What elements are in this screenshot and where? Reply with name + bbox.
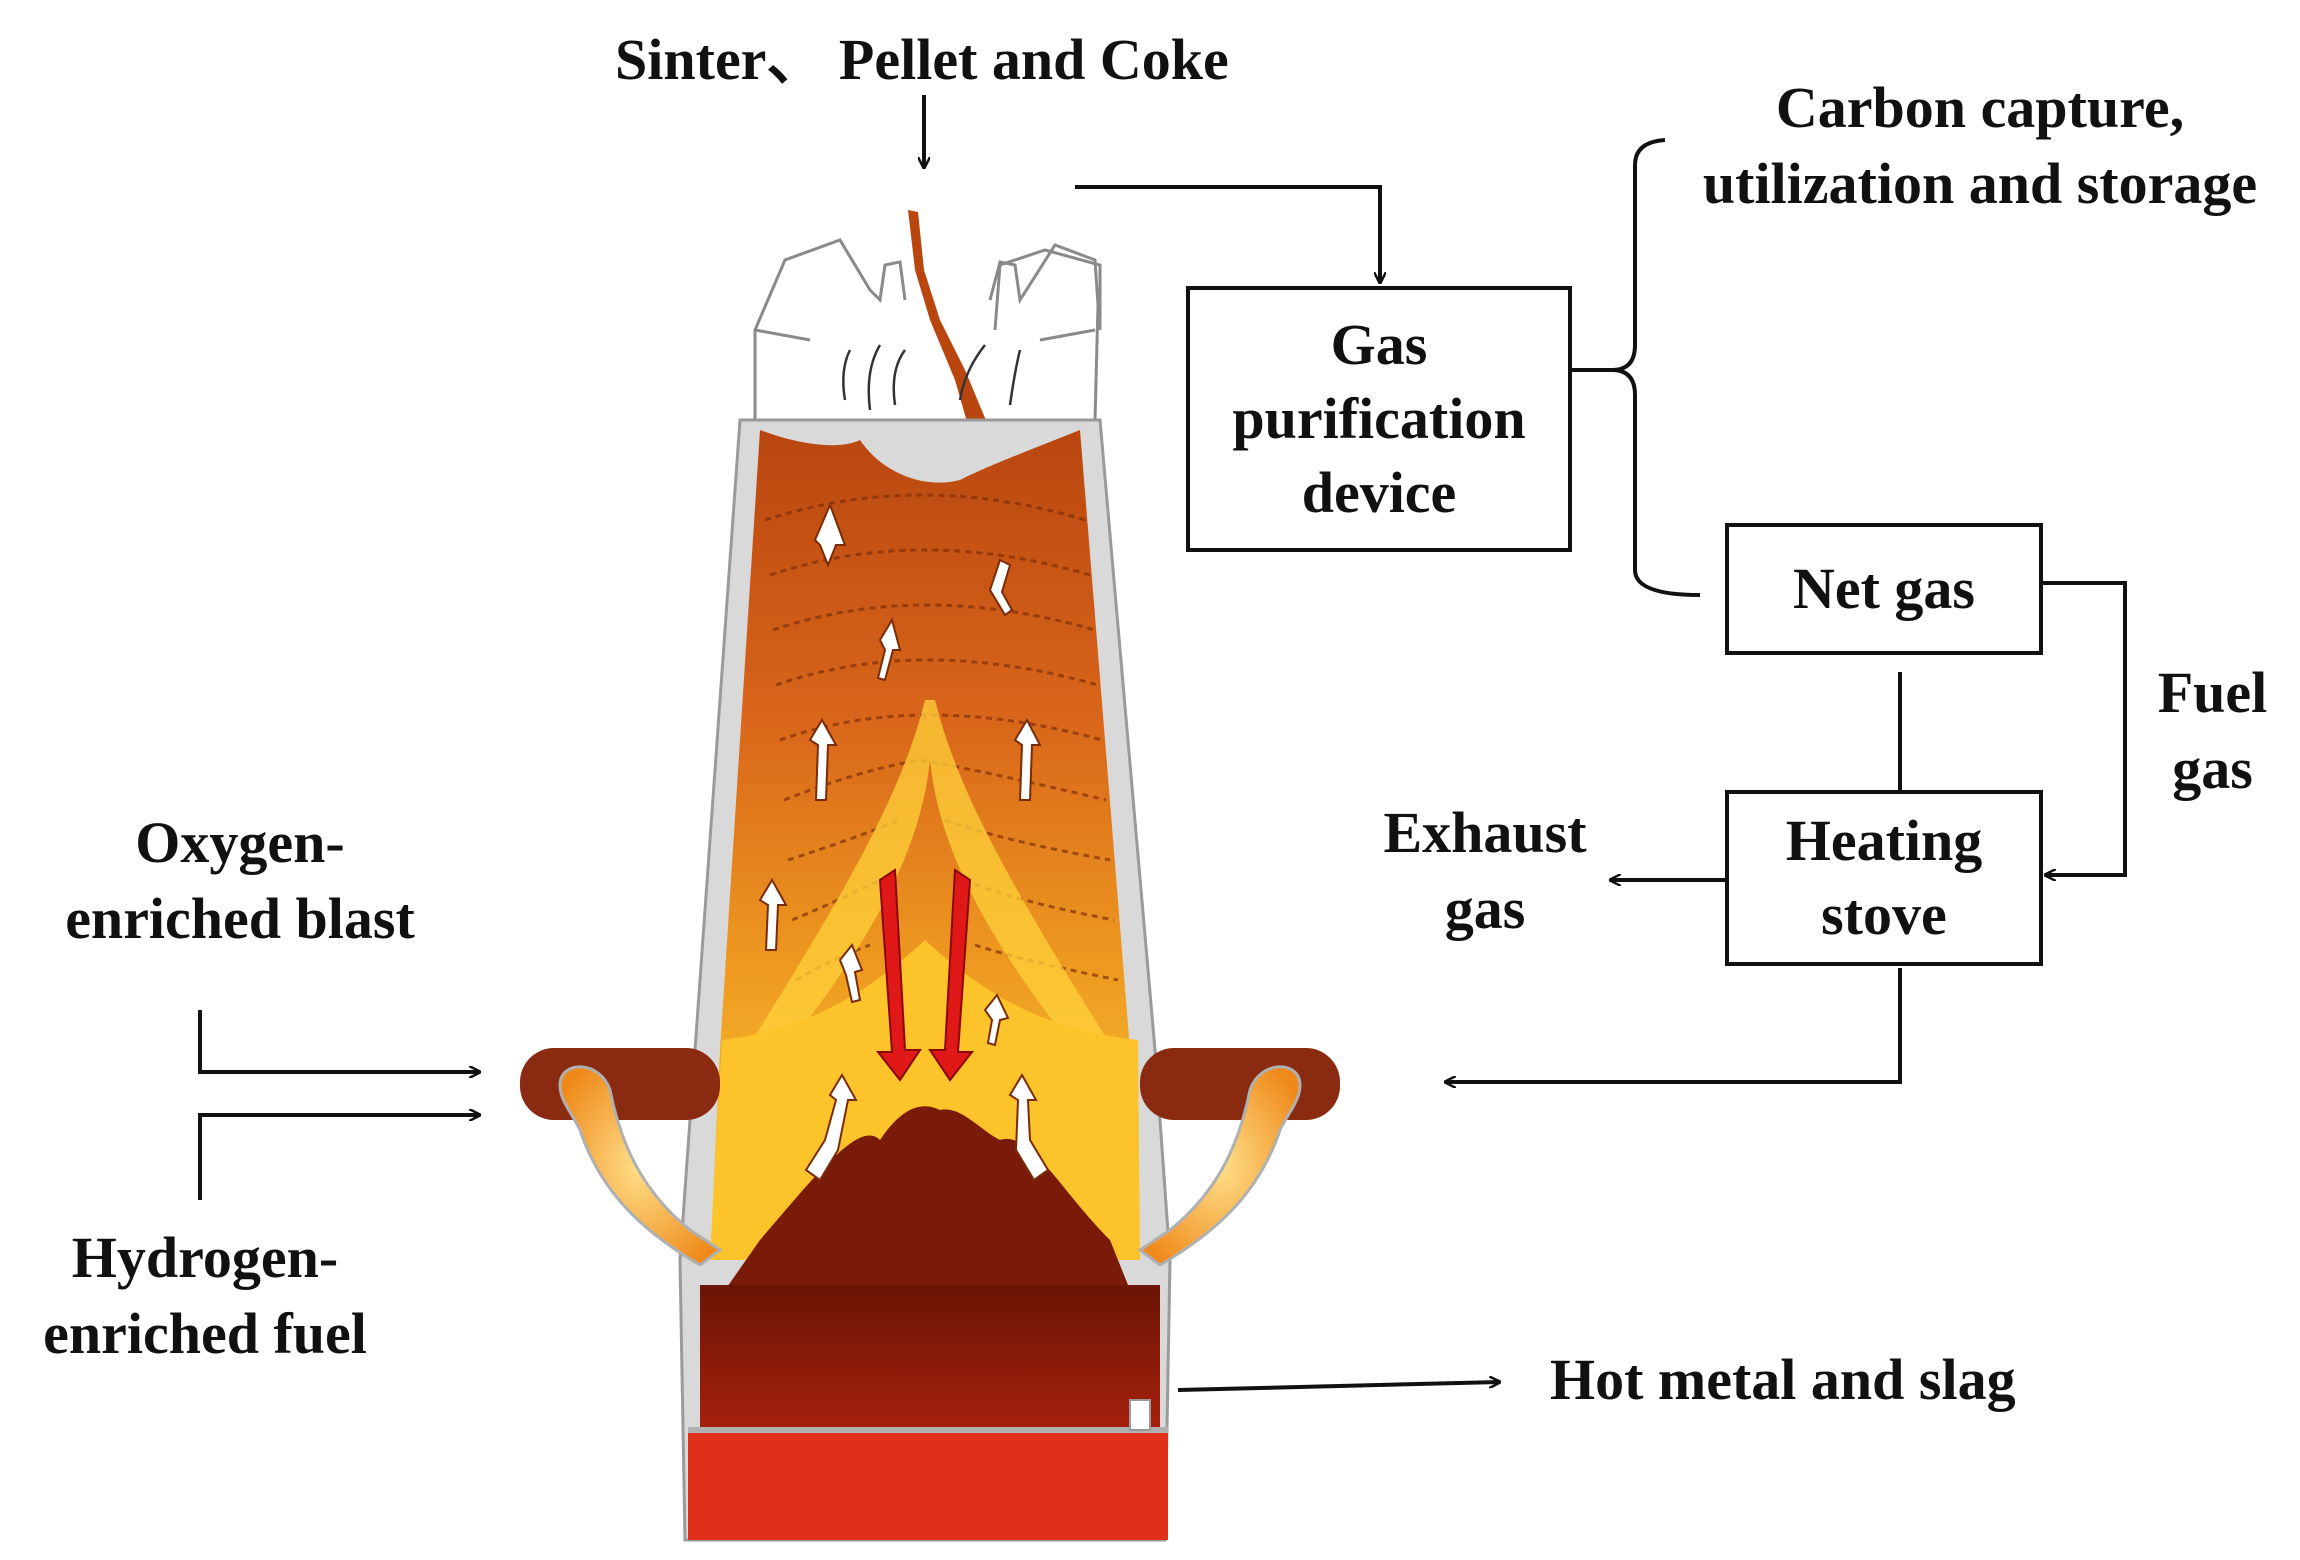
hot-metal-label: Hot metal and slag: [1550, 1347, 2016, 1412]
exhaust-gas-label: Exhaust gas: [1365, 795, 1605, 947]
downward-reduction-arrow-icon: [875, 868, 975, 1082]
oxygen-label: Oxygen- enriched blast: [30, 805, 450, 957]
exhaust-gas-label-1: Exhaust: [1383, 800, 1587, 865]
fuel-gas-line: [2040, 581, 2127, 875]
net-gas-brace: [1611, 368, 1701, 597]
exhaust-gas-label-2: gas: [1444, 876, 1526, 941]
gas-purification-box: Gas purification device: [1186, 286, 1572, 552]
hydrogen-fuel-line: [198, 1115, 480, 1200]
hearth-base: [688, 1430, 1168, 1540]
tap-hole: [1129, 1399, 1151, 1431]
oxygen-blast-line: [198, 1010, 480, 1072]
heating-stove-label-2: stove: [1821, 882, 1947, 947]
oxygen-label-2: enriched blast: [65, 886, 415, 951]
ccus-brace: [1545, 138, 1666, 372]
fuel-gas-label-2: gas: [2172, 736, 2253, 801]
hydrogen-label-1: Hydrogen-: [71, 1225, 339, 1290]
gas-purification-label-3: device: [1301, 460, 1457, 525]
fuel-gas-label-1: Fuel: [2157, 660, 2268, 725]
hydrogen-label-2: enriched fuel: [43, 1301, 367, 1366]
gas-purification-label-1: Gas: [1330, 312, 1428, 377]
net-gas-label: Net gas: [1792, 556, 1975, 621]
heating-stove-box: Heating stove: [1725, 790, 2043, 966]
feed-label: Sinter、 Pellet and Coke: [615, 27, 1229, 92]
process-connectors: [198, 95, 2127, 1392]
ccus-label-1: Carbon capture,: [1775, 75, 2185, 140]
tuyere-right: [1137, 1048, 1340, 1267]
gas-flow-arrow-icon: [758, 502, 1050, 1182]
charge-chute: [908, 210, 990, 450]
blast-furnace: [520, 210, 1340, 1542]
ccus-label: Carbon capture, utilization and storage: [1680, 70, 2280, 222]
furnace-top-hopper: [753, 238, 1102, 421]
top-gas-line: [1075, 185, 1380, 283]
hydrogen-label: Hydrogen- enriched fuel: [10, 1220, 400, 1372]
oxygen-label-1: Oxygen-: [135, 810, 345, 875]
fuel-gas-label: Fuel gas: [2130, 655, 2295, 807]
gas-purification-label-2: purification: [1232, 386, 1526, 451]
net-gas-box: Net gas: [1725, 523, 2043, 655]
top-gas-curls: [842, 344, 1022, 411]
hot-metal-arrow: [1177, 1382, 1500, 1392]
tuyere-left: [520, 1048, 723, 1267]
heating-stove-label-1: Heating: [1785, 808, 1983, 873]
ccus-label-2: utilization and storage: [1702, 151, 2258, 216]
hot-blast-line: [1445, 968, 1902, 1082]
